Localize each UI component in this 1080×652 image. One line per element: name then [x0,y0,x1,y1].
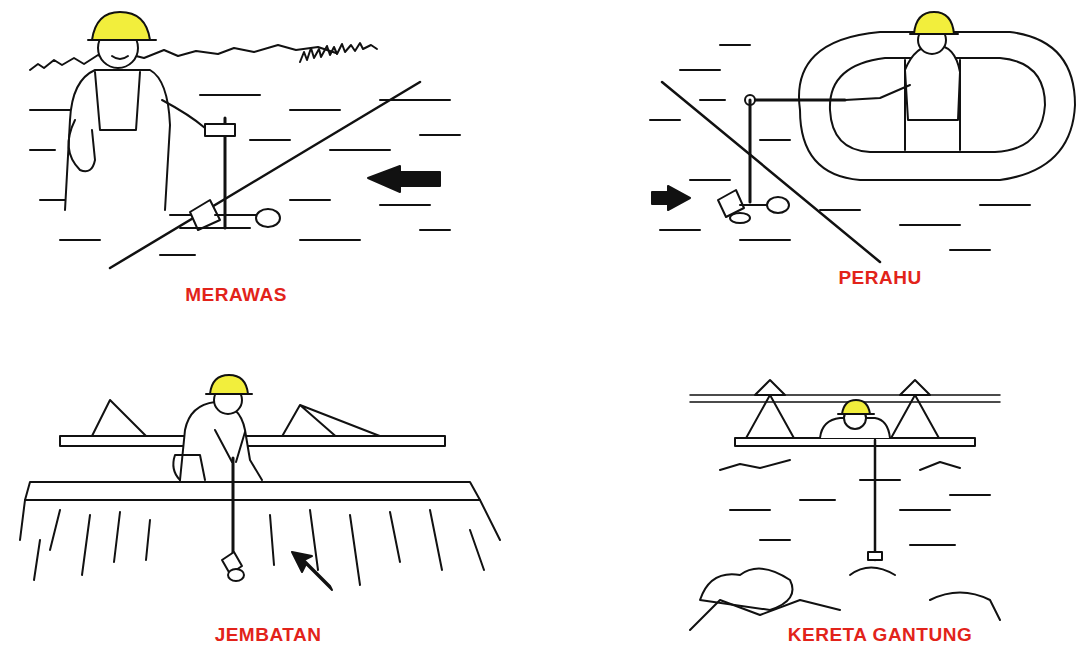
wading-scene-part [162,100,210,135]
boat-scene-part [749,100,752,202]
bridge-scene-part [215,430,245,462]
cable-car-scene-part [842,400,870,414]
boat-scene [650,12,1075,262]
cable-car-scene-part [868,552,882,560]
boat-scene-part [767,197,789,213]
cable-car-scene-part [690,401,1000,403]
method-label: MERAWAS [185,284,287,306]
cable-car-scene-part [838,413,874,415]
bridge-scene-part [292,552,332,590]
wading-scene-part [30,45,336,70]
wading-scene-part [88,39,156,41]
wading-scene-part [112,56,128,59]
boat-scene-part [914,12,954,34]
cable-car-scene-part [745,395,940,440]
wading-scene-part [180,227,250,229]
wading-scene-part [92,12,150,40]
bridge-scene [20,375,500,590]
bridge-scene-part [25,482,480,500]
wading-scene-part [95,72,140,130]
boat-scene-part [740,204,770,206]
cable-car-scene-part [720,460,990,545]
wading-scene-part [65,70,170,210]
cable-car-scene-part [900,380,930,395]
cable-car-scene-part [700,569,793,610]
cable-car-scene [690,380,1000,630]
bridge-scene-part [60,436,445,446]
wading-scene-part [69,120,95,171]
boat-scene-part [752,99,845,102]
cable-car-scene-part [690,394,1000,396]
boat-scene-part [905,45,960,120]
cable-car-scene-part [735,438,975,446]
bridge-scene-part [34,510,484,585]
bridge-scene-part [20,500,500,540]
boat-scene-part [799,32,1075,180]
cable-car-scene-part [874,440,877,560]
bridge-scene-part [210,375,248,394]
bridge-scene-part [180,402,262,480]
boat-scene-part [845,85,910,100]
bridge-scene-part [206,393,252,395]
boat-scene-part [730,213,750,223]
method-label: KERETA GANTUNG [788,624,972,646]
wading-scene-part [300,43,377,62]
boat-scene-part [652,186,690,210]
cable-car-scene-part [755,380,785,395]
wading-scene-part [205,124,235,136]
boat-scene-part [910,33,958,35]
bridge-scene-part [228,569,244,581]
cable-car-scene-part [850,568,895,576]
wading-scene-part [256,209,280,227]
method-label: JEMBATAN [215,624,322,646]
wading-scene [30,12,460,268]
bridge-scene-part [173,455,205,480]
wading-scene-part [215,214,260,216]
method-label: PERAHU [838,267,921,289]
wading-scene-part [368,166,440,192]
